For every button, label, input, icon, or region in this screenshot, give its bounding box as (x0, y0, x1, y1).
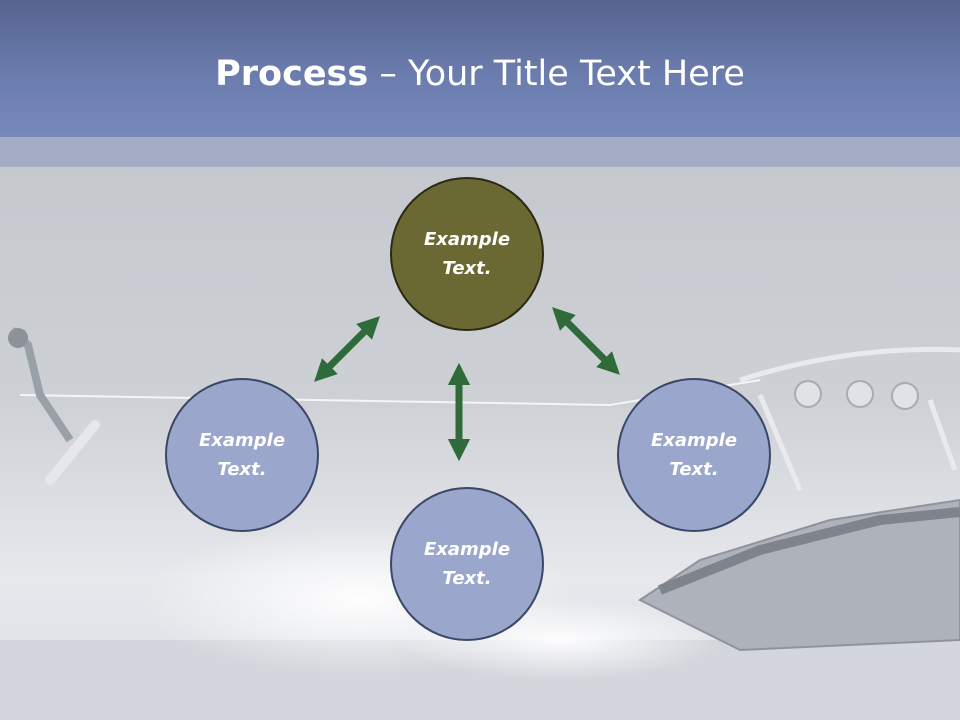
center-circle-label: Example Text. (423, 229, 511, 279)
bottom-circle-label: Example Text. (423, 539, 511, 589)
slide-title: Process – Your Title Text Here (0, 50, 960, 98)
bottom-process-circle: Example Text. (390, 487, 544, 641)
right-circle-label: Example Text. (650, 430, 738, 480)
title-strip (0, 137, 960, 167)
title-rest: – Your Title Text Here (368, 54, 745, 94)
center-process-circle: Example Text. (390, 177, 544, 331)
right-diagonal-arrow (552, 307, 620, 375)
right-process-circle: Example Text. (617, 378, 771, 532)
title-bar (0, 0, 960, 137)
left-process-circle: Example Text. (165, 378, 319, 532)
title-bold: Process (215, 54, 369, 94)
left-circle-label: Example Text. (198, 430, 286, 480)
left-diagonal-arrow (314, 316, 380, 382)
